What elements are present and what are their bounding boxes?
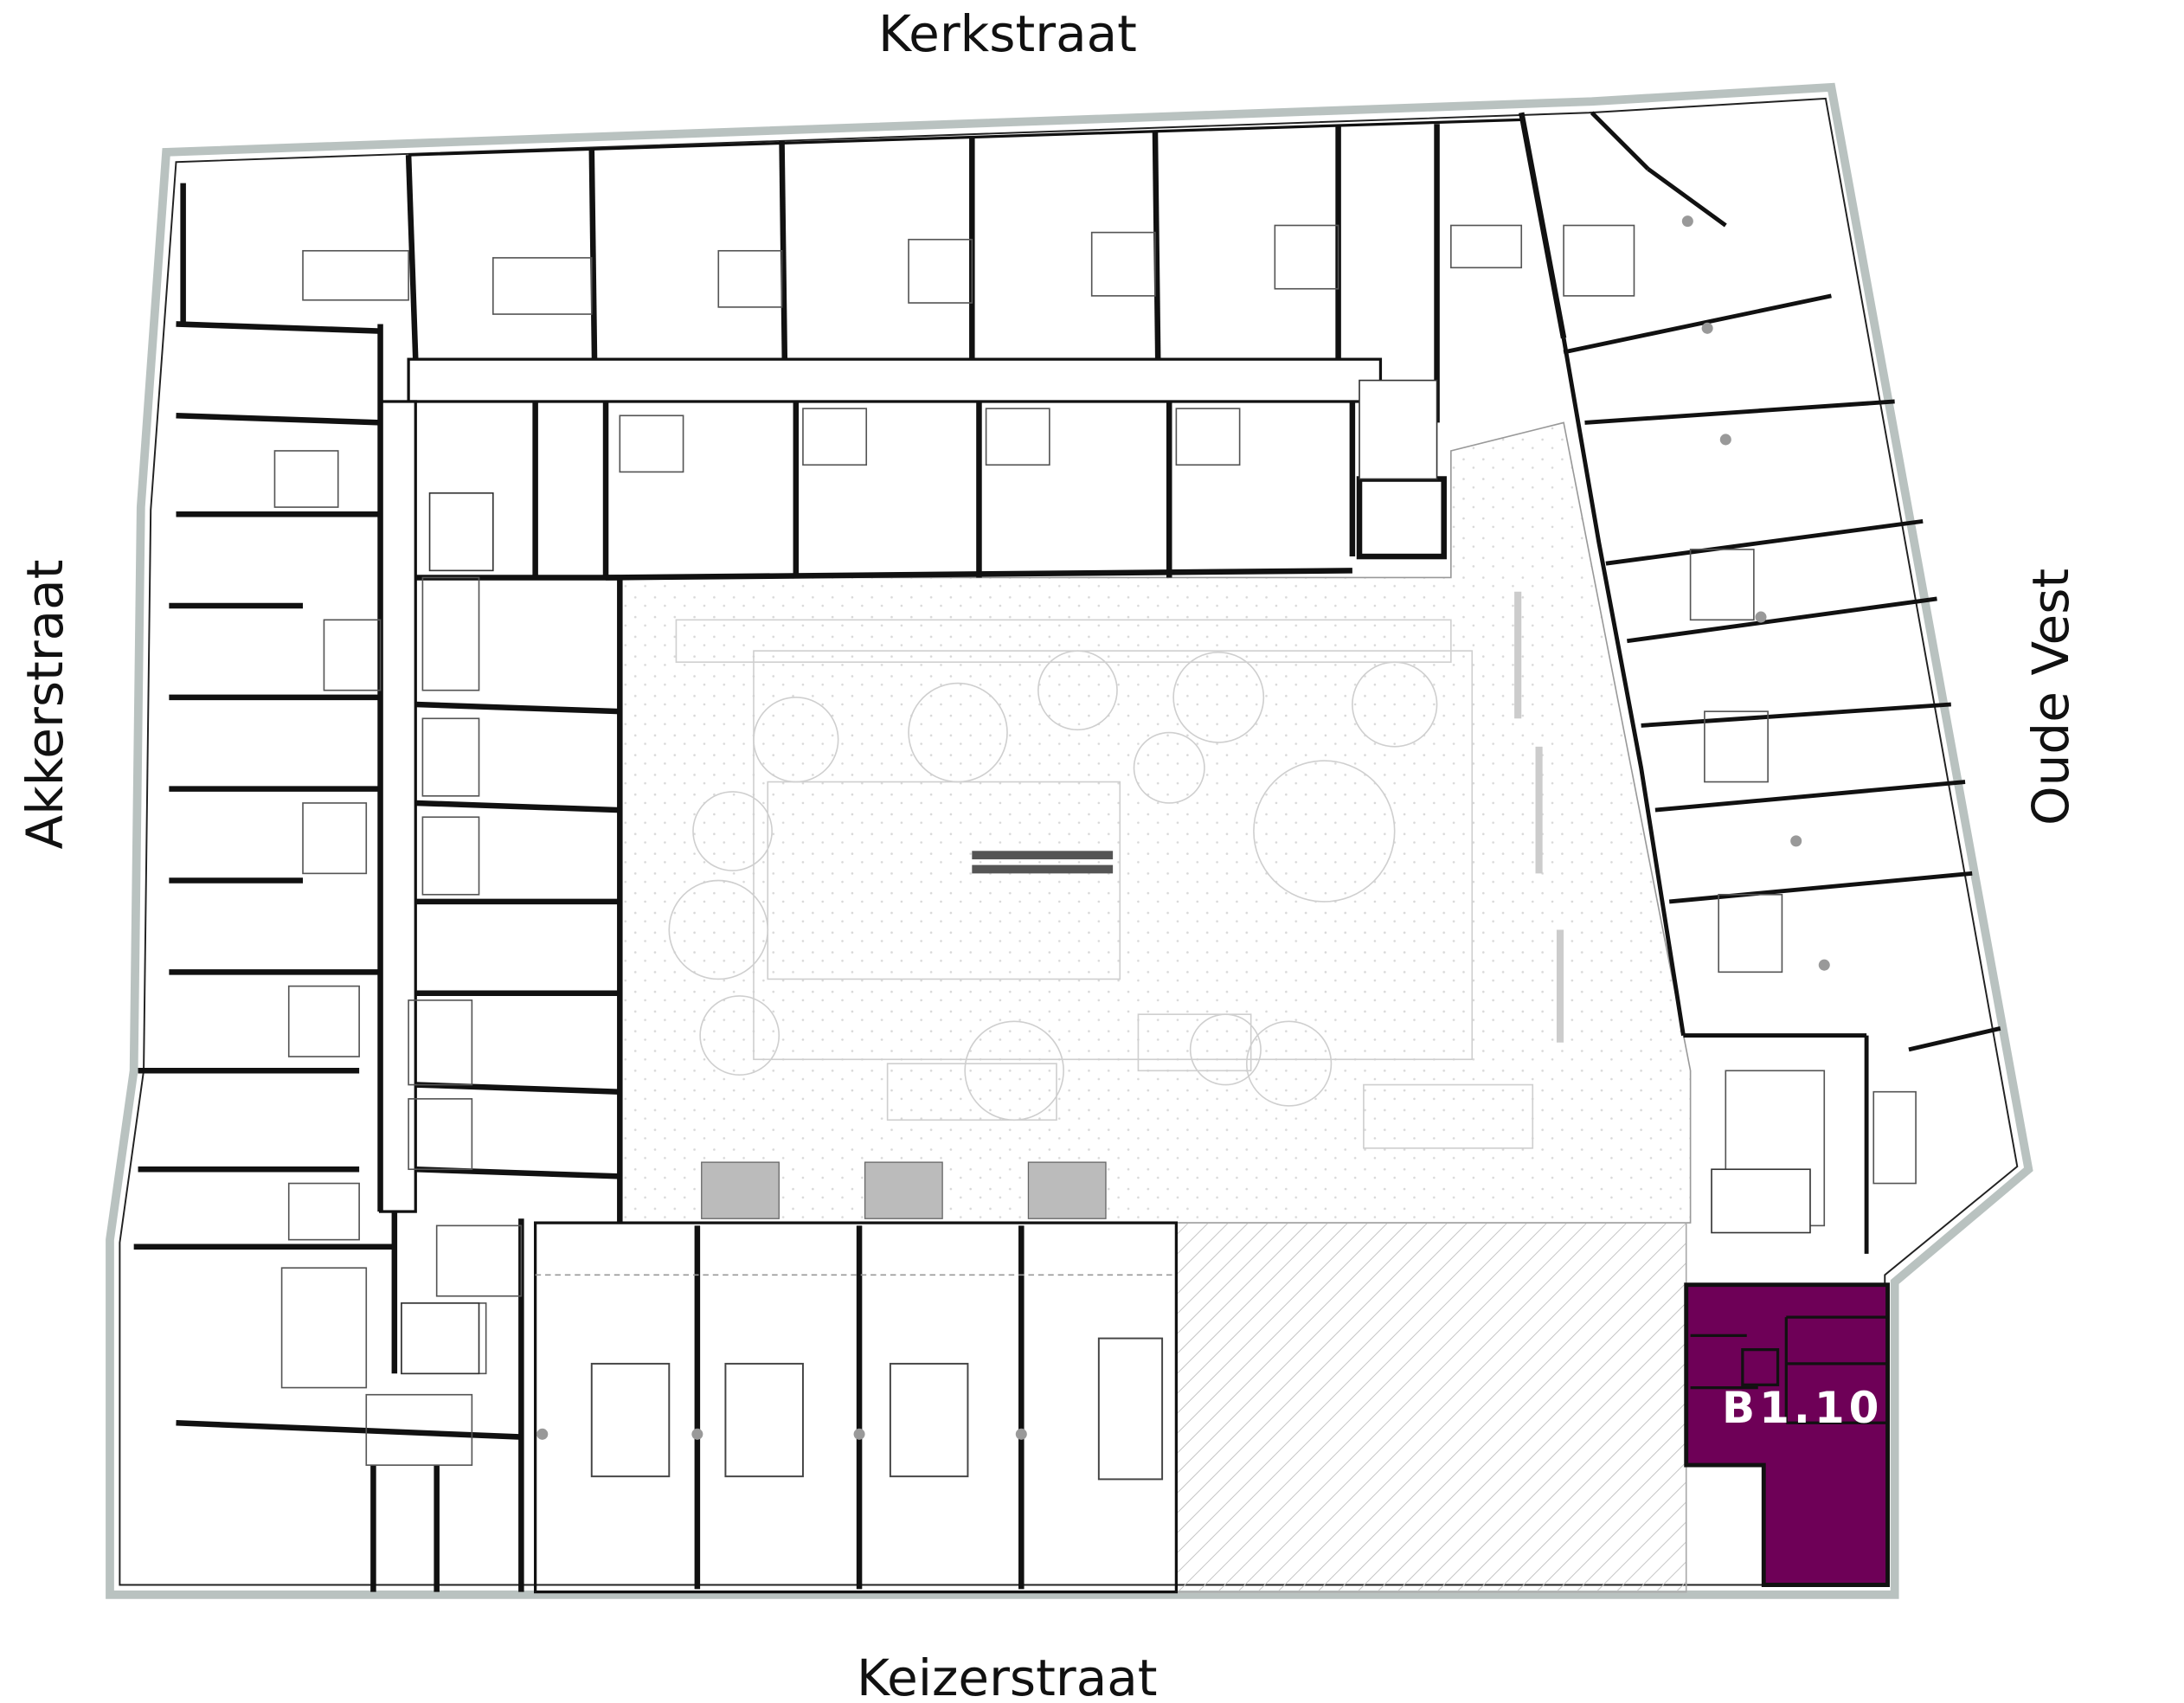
courtyard-planter [1363,1083,1534,1149]
west-wing [133,183,623,1592]
street-label-oude-vest: Oude Vest [2021,568,2080,826]
street-label-akkerstraat: Akkerstraat [16,559,74,850]
unit-b1-10-highlight [1684,1282,1890,1587]
courtyard-path-strip [675,619,1452,663]
courtyard-seating-area [767,781,1121,980]
south-wing [534,1221,1179,1594]
unit-label-b1-10: B1.10 [1722,1383,1884,1433]
ramp-strips [1514,591,1564,1043]
courtyard-lawn [753,650,1474,1061]
courtyard-planter [1137,1013,1252,1072]
stair-core [401,379,1811,1375]
courtyard-trees [668,650,1438,1121]
open-area-hatched [1175,1222,1687,1593]
east-wing [1561,111,2001,1254]
north-wing [302,112,1635,581]
courtyard-bench [972,851,1114,860]
street-label-kerkstraat: Kerkstraat [878,4,1137,63]
street-label-keizerstraat: Keizerstraat [857,1648,1158,1703]
courtyard-bench [972,864,1114,874]
unit-b1-10-walls [1690,1315,1888,1424]
courtyard-planter [886,1063,1057,1121]
courtyard-stairs [701,1161,1107,1219]
